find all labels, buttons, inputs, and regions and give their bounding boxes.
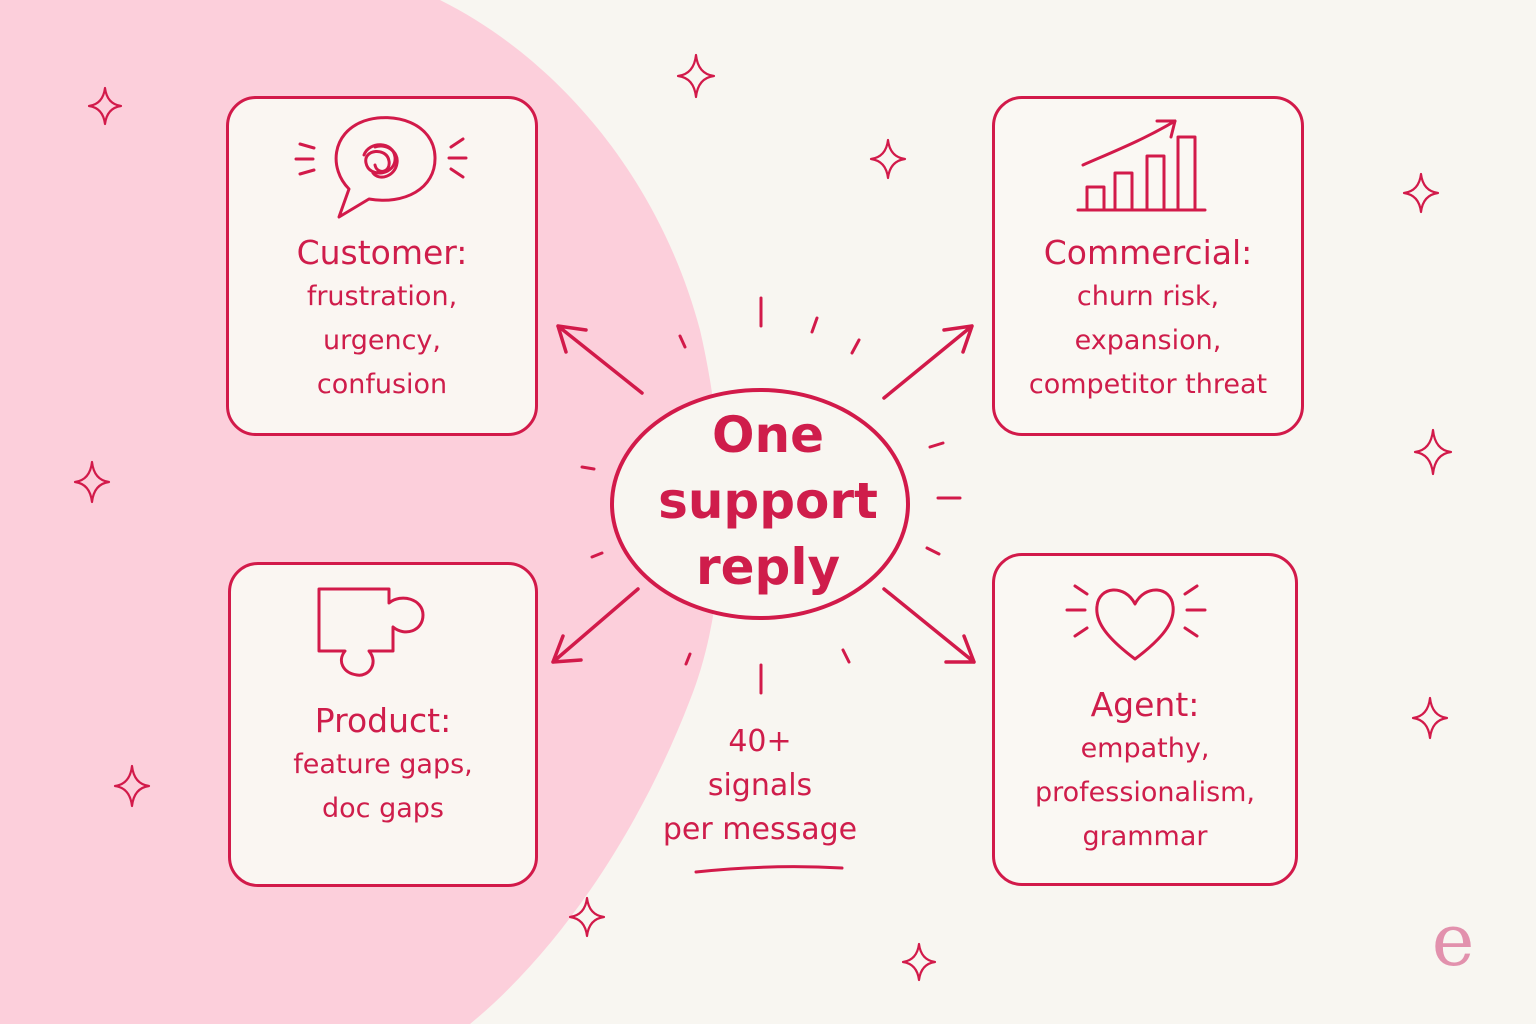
center-label-line-2: support <box>658 472 878 530</box>
puzzle-piece-icon <box>317 587 425 677</box>
customer-title: Customer: <box>296 233 468 272</box>
sparkle-icon <box>87 86 123 126</box>
arrow-to-agent <box>882 587 976 664</box>
sparkle-icon <box>869 138 907 180</box>
commercial-title: Commercial: <box>1043 233 1253 272</box>
commercial-card: Commercial: churn risk, expansion, compe… <box>992 96 1304 436</box>
product-signal-2: doc gaps <box>322 793 444 824</box>
center-label-line-1: One <box>711 406 824 464</box>
sparkle-icon <box>1411 696 1449 740</box>
tangled-speech-bubble-icon <box>294 116 468 219</box>
connector-arrows <box>551 324 976 664</box>
burst-rays <box>580 296 962 695</box>
signals-caption: 40+ signals per message <box>640 720 880 852</box>
product-card: Product: feature gaps, doc gaps <box>228 562 538 887</box>
commercial-signal-3: competitor threat <box>1028 369 1268 400</box>
customer-signal-3: confusion <box>316 369 448 400</box>
signals-count: 40+ <box>728 724 792 759</box>
sparkles <box>73 53 1453 982</box>
customer-card: Customer: frustration, urgency, confusio… <box>226 96 538 436</box>
arrow-to-commercial <box>882 324 974 400</box>
commercial-signal-1: churn risk, <box>1076 281 1220 312</box>
sparkle-icon <box>901 942 937 982</box>
sparkle-icon <box>676 53 716 99</box>
pink-blob <box>0 0 722 1024</box>
heart-icon <box>1065 584 1207 661</box>
signals-label: signals <box>707 768 813 803</box>
product-title: Product: <box>314 701 452 740</box>
signals-per-message: per message <box>662 812 858 847</box>
center-label: One support reply <box>0 402 1536 600</box>
agent-signal-3: grammar <box>1082 821 1208 852</box>
product-signal-1: feature gaps, <box>293 749 473 780</box>
sparkle-icon <box>568 896 606 938</box>
brand-logo: e <box>1431 898 1475 982</box>
center-hub <box>610 388 910 620</box>
agent-title: Agent: <box>1090 685 1200 724</box>
customer-signal-2: urgency, <box>322 325 441 356</box>
arrow-to-product <box>551 587 640 664</box>
signals-underline <box>694 865 844 874</box>
commercial-signal-2: expansion, <box>1074 325 1222 356</box>
customer-signal-1: frustration, <box>306 281 458 312</box>
sparkle-icon <box>1402 172 1440 214</box>
sparkle-icon <box>73 460 111 504</box>
sparkle-icon <box>113 764 151 808</box>
agent-signal-2: professionalism, <box>1034 777 1256 808</box>
agent-card: Agent: empathy, professionalism, grammar <box>992 553 1298 886</box>
sparkle-icon <box>1413 428 1453 476</box>
agent-signal-1: empathy, <box>1080 733 1210 764</box>
growth-bar-chart-icon <box>1076 119 1207 212</box>
arrow-to-customer <box>556 324 644 395</box>
center-label-line-3: reply <box>695 538 841 596</box>
